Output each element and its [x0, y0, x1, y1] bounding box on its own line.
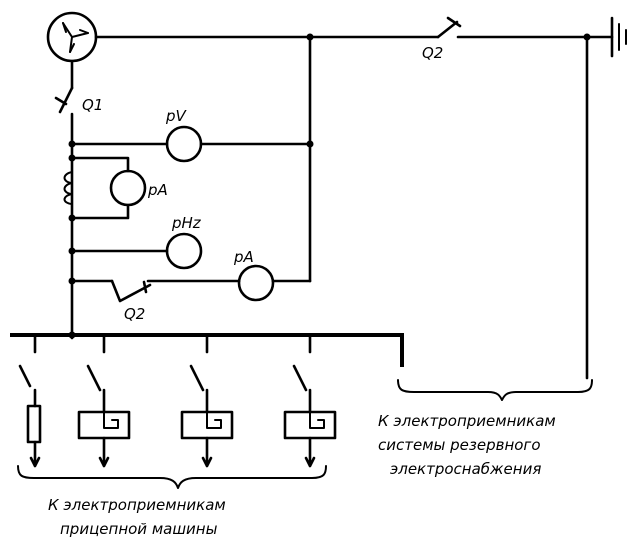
- reserve-brace: [397, 379, 593, 401]
- feeder-box-2: [180, 364, 234, 468]
- junction-dot: [68, 140, 76, 148]
- feeder-fuse: [18, 364, 42, 468]
- reserve-caption-line1: К электроприемникам: [378, 412, 556, 430]
- frequency-label: pHz: [171, 214, 202, 232]
- q2-line-label: Q2: [422, 44, 443, 62]
- ammeter-ct-symbol: [109, 169, 147, 207]
- junction-dot: [68, 214, 76, 222]
- junction-dot: [68, 277, 76, 285]
- q2-line-switch: [436, 16, 462, 39]
- junction-dot: [68, 331, 76, 339]
- trailer-caption-line1: К электроприемникам: [48, 496, 226, 514]
- ammeter-ground-label: pA: [233, 248, 254, 266]
- ct-loop: [70, 156, 130, 220]
- reserve-caption-line2: системы резервного: [378, 436, 541, 454]
- junction-dot: [68, 154, 76, 162]
- bus-stubs: [33, 333, 312, 354]
- q2-bus-switch: [110, 279, 152, 303]
- ground-icon: [610, 16, 627, 58]
- trailer-caption-line2: прицепной машины: [60, 520, 218, 538]
- ammeter-ct-label: pA: [147, 181, 168, 199]
- feeder-box-1: [77, 364, 131, 468]
- voltmeter-label: pV: [165, 107, 188, 125]
- feeder-box-3: [283, 364, 337, 468]
- junction-dot: [68, 247, 76, 255]
- frequency-meter-symbol: [165, 232, 203, 270]
- q1-label: Q1: [82, 96, 103, 114]
- q1-switch: [54, 86, 74, 114]
- trailer-brace: [17, 465, 327, 489]
- junction-dot: [306, 140, 314, 148]
- ammeter-ground-symbol: [237, 264, 275, 302]
- reserve-caption-line3: электроснабжения: [390, 460, 541, 478]
- ct-coil-icon: [63, 171, 73, 205]
- voltmeter-symbol: [165, 125, 203, 163]
- generator-symbol: [46, 11, 98, 63]
- q2-bus-label: Q2: [124, 305, 145, 323]
